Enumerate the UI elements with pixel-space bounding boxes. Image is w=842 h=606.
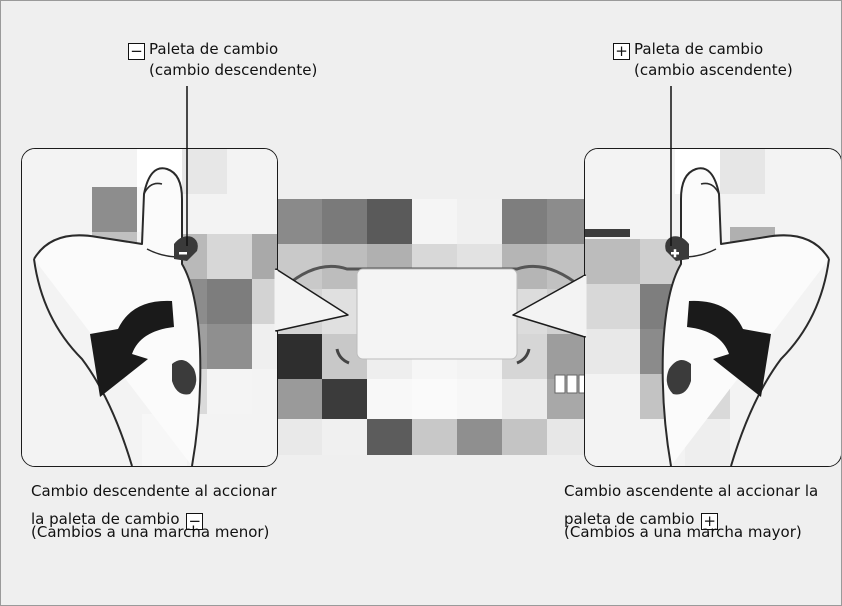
callout-right-line1: Paleta de cambio (634, 40, 764, 58)
caption-left-line2: la paleta de cambio (31, 510, 180, 528)
curved-arrow-down-left-icon (90, 300, 174, 397)
caption-right-line1: Cambio ascendente al accionar la (564, 482, 819, 500)
steering-wheel-image (277, 199, 589, 455)
hand-icon (661, 167, 830, 466)
caption-upshift: Cambio ascendente al accionar la paleta … (564, 480, 818, 540)
callout-left-line2: (cambio descendente) (149, 61, 318, 79)
minus-paddle-icon (172, 236, 198, 395)
callout-right-line2: (cambio ascendente) (634, 61, 793, 79)
callout-upshift-paddle: +Paleta de cambio (cambio ascendente) (613, 39, 793, 80)
plus-symbol: + (701, 513, 719, 530)
plus-paddle-icon (665, 236, 691, 395)
callout-left-line1: Paleta de cambio (149, 40, 279, 58)
left-hand-inset (21, 148, 278, 467)
minus-symbol: − (128, 43, 145, 60)
caption-downshift: Cambio descendente al accionar la paleta… (31, 480, 277, 540)
hand-icon (33, 167, 202, 466)
plus-symbol: + (613, 43, 630, 60)
caption-right-line3: (Cambios a una marcha mayor) (564, 523, 802, 541)
curved-arrow-down-right-icon (687, 300, 771, 397)
caption-left-line3: (Cambios a una marcha menor) (31, 523, 270, 541)
minus-symbol: − (186, 513, 204, 530)
caption-right-line2: paleta de cambio (564, 510, 695, 528)
right-hand-inset (584, 148, 841, 467)
callout-downshift-paddle: −Paleta de cambio (cambio descendente) (128, 39, 317, 80)
caption-left-line1: Cambio descendente al accionar (31, 482, 277, 500)
